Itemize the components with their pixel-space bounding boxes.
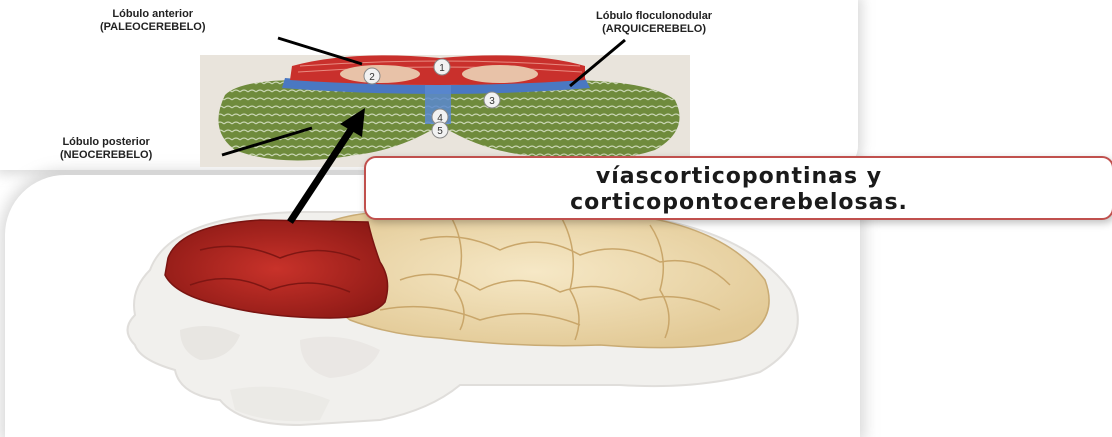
floculo-subtitle: (ARQUICEREBELO) [596,23,712,36]
marker-5: 5 [437,126,443,137]
marker-4: 4 [437,113,443,124]
anterior-subtitle: (PALEOCEREBELO) [100,21,206,34]
callout-box: víascorticopontinas y corticopontocerebe… [364,156,1112,220]
anterior-title: Lóbulo anterior [100,8,206,21]
posterior-subtitle: (NEOCEREBELO) [60,149,152,162]
floculo-label: Lóbulo floculonodular (ARQUICEREBELO) [596,10,712,36]
posterior-title: Lóbulo posterior [60,136,152,149]
anterior-label: Lóbulo anterior (PALEOCEREBELO) [100,8,206,34]
marker-1: 1 [439,63,445,74]
marker-3: 3 [489,96,495,107]
marker-2: 2 [369,72,375,83]
floculo-title: Lóbulo floculonodular [596,10,712,23]
callout-line-2: corticopontocerebelosas. [366,190,1112,216]
callout-line-1: víascorticopontinas y [366,158,1112,190]
posterior-label: Lóbulo posterior (NEOCEREBELO) [60,136,152,162]
